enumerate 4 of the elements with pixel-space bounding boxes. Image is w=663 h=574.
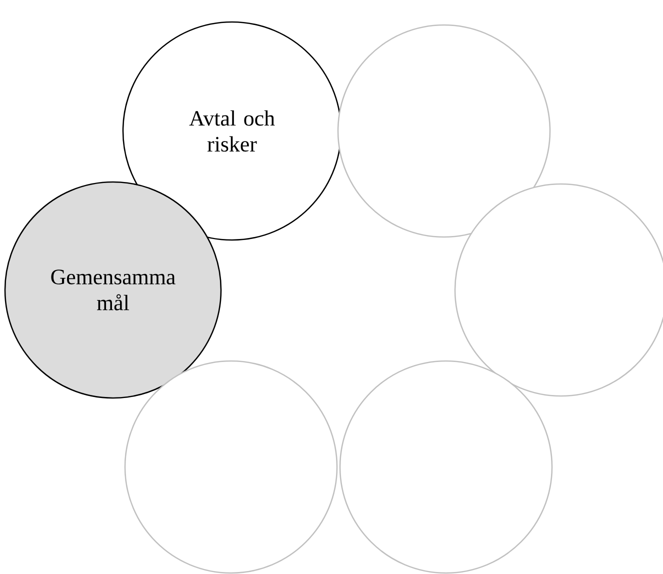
empty-circle	[454, 183, 663, 397]
empty-circle	[339, 360, 553, 574]
empty-circle	[337, 24, 551, 238]
empty-circle	[124, 360, 338, 574]
